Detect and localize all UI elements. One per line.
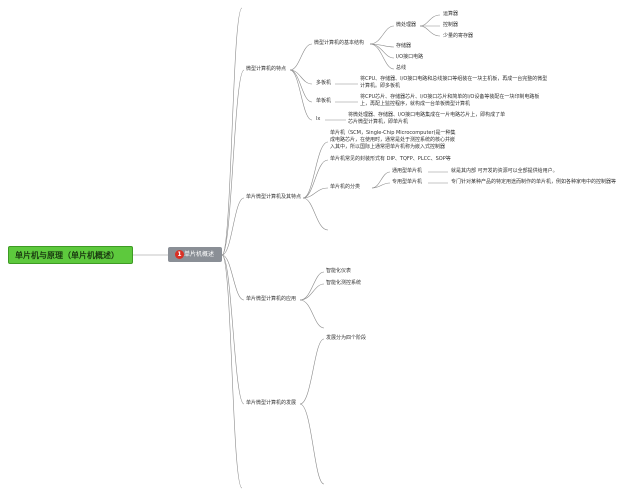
topic-memory[interactable]: 存储器 [396,43,412,49]
scm-definition[interactable]: 单片机（SCM，Single-Chip Microcomputer)是一种集成电… [330,130,456,150]
single-board-description[interactable]: 将CPU芯片、存储器芯片、I/O接口芯片和简单的I/O设备等装配在一块印制电路板… [360,94,540,107]
topic-bus[interactable]: 总线 [396,65,407,71]
topic-scm-applications[interactable]: 单片微型计算机的应用 [246,296,297,302]
topic-io-interface[interactable]: I/O接口电路 [396,54,424,60]
topic-controller[interactable]: 控制器 [443,22,459,28]
topic-single-board[interactable]: 单板机 [316,98,332,104]
single-chip-description[interactable]: 将微处理器、存储器、I/O接口电路集成在一片电路芯片上，即构成了单芯片微型计算机… [348,112,506,125]
multi-board-description[interactable]: 将CPU、存储器、I/O接口电路和总线接口等组装在一块主机板，再成一台完整的微型… [360,76,548,89]
topic-scm-and-features[interactable]: 单片微型计算机及其特点 [246,194,302,200]
priority-1-icon: 1 [175,250,184,259]
topic-special-purpose-scm[interactable]: 专用型单片机 [392,179,423,185]
scm-packages[interactable]: 单片机常见的封装形式有 DIP、TQFP、PLCC、SOP等 [330,156,451,162]
special-purpose-description[interactable]: 专门针对某种产品的特定用途而制作的单片机，例如各种家电中的控制器等 [451,179,617,185]
root-node[interactable]: 单片机与原理（单片机概述） [8,246,133,264]
topic-microcomputer-features[interactable]: 微型计算机的特点 [246,66,287,72]
topic-smart-control-systems[interactable]: 智能化测控系统 [326,280,362,286]
topic-general-purpose-scm[interactable]: 通用型单片机 [392,168,423,174]
topic-scm-development[interactable]: 单片微型计算机的发展 [246,400,297,406]
topic-scm-classification[interactable]: 单片机的分类 [330,184,361,190]
topic-multi-board[interactable]: 多板机 [316,80,332,86]
topic-microprocessor[interactable]: 微处理器 [396,22,417,28]
topic-registers[interactable]: 少量的寄存器 [443,33,474,39]
topic-smart-instruments[interactable]: 智能化仪表 [326,268,352,274]
topic-lx[interactable]: lx [316,116,321,122]
topic-basic-structure[interactable]: 微型计算机的基本结构 [314,40,365,46]
general-purpose-description[interactable]: 就是其内部 可开发的资源可以全部提供给用户。 [451,168,558,174]
topic-alu[interactable]: 运算器 [443,11,459,17]
topic-four-stages[interactable]: 发展分为四个阶段 [326,335,367,341]
